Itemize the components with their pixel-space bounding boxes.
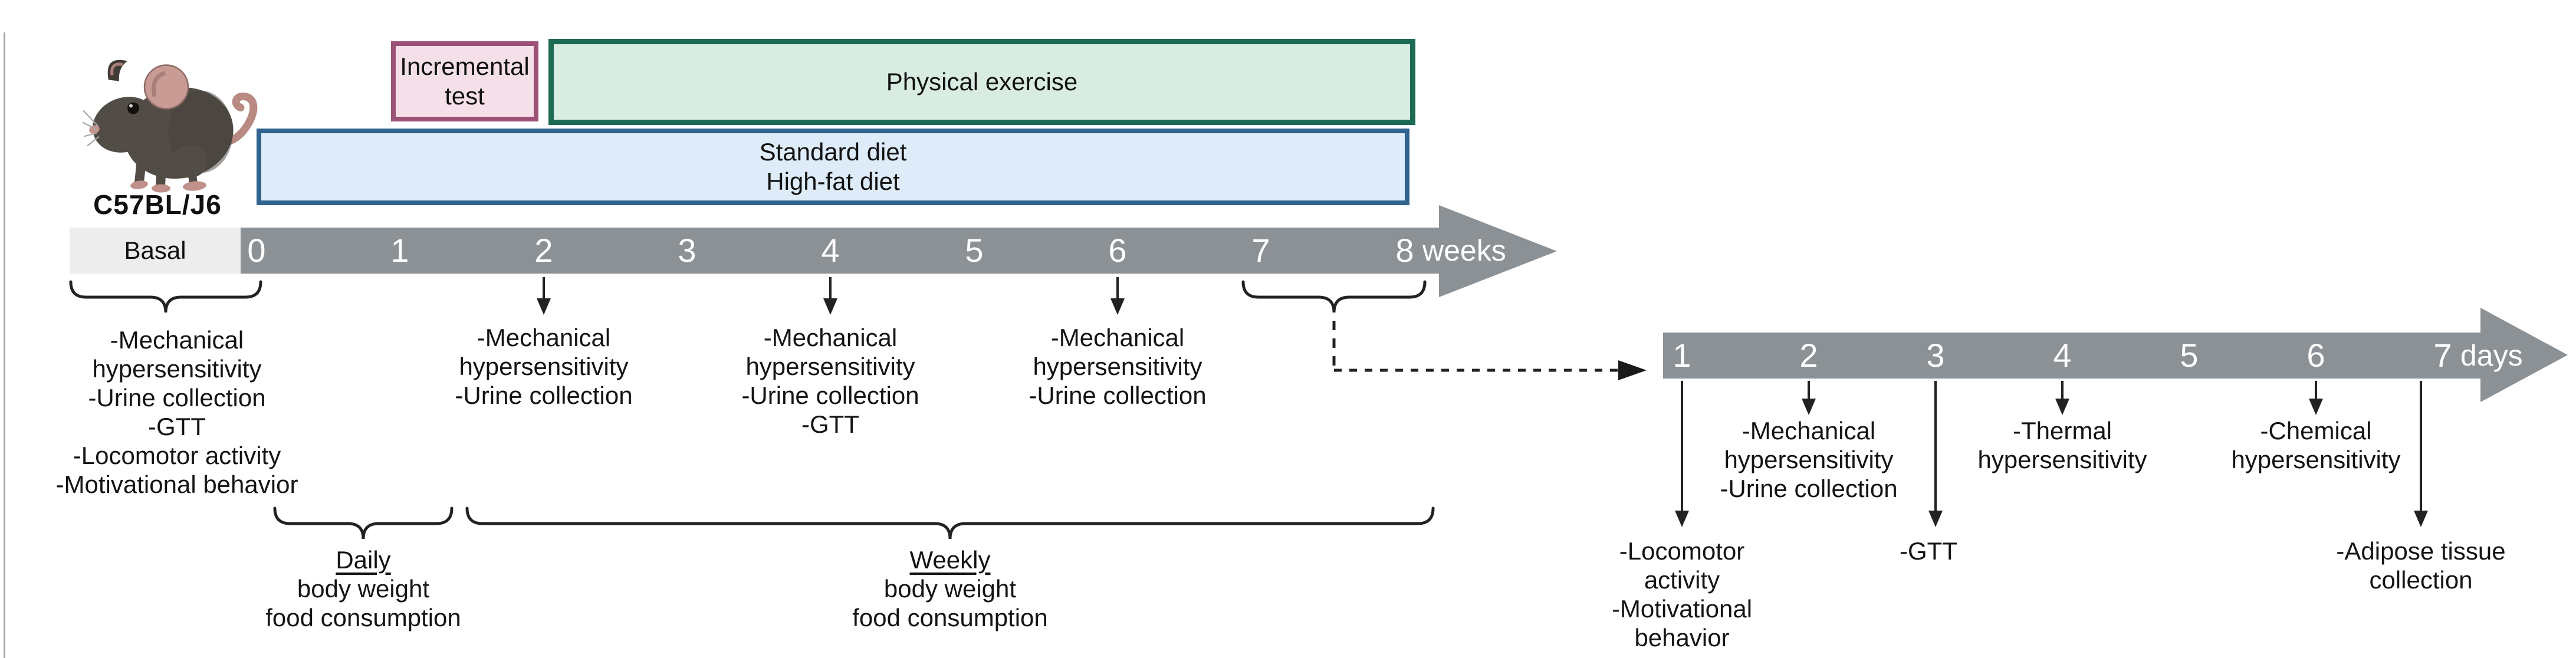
day3-assessments: -GTT: [1900, 537, 1957, 565]
week-tick-7: 7: [1251, 232, 1270, 269]
week-tick-3: 3: [678, 232, 696, 269]
day1-assessments: -Locomotor activity -Motivational behavi…: [1611, 537, 1753, 652]
mouse-eye: [127, 102, 139, 114]
mouse-eye-glint: [129, 104, 133, 108]
mouse-head: [93, 97, 157, 153]
day-tick-2: 2: [1799, 337, 1818, 374]
week-tick-6: 6: [1108, 232, 1127, 269]
mouse-ear-right-inner: [152, 71, 166, 97]
basal-label: Basal: [124, 236, 186, 264]
mouse-front-foot-1: [130, 180, 148, 189]
day4-assessments: -Thermal hypersensitivity: [1977, 417, 2147, 473]
week-tick-2: 2: [534, 232, 553, 269]
day4-down-arrow-icon: [2055, 381, 2069, 415]
week-tick-1: 1: [390, 232, 409, 269]
weeks-to-days-connector-arrow: [1332, 321, 1647, 380]
mouse-ear-left-inner: [110, 62, 123, 75]
mouse-hind-leg: [188, 166, 198, 188]
week6-assessments: -Mechanical hypersensitivity -Urine coll…: [1029, 324, 1207, 409]
physical-exercise-label: Physical exercise: [886, 68, 1078, 96]
diet-box: Standard diet High-fat diet: [257, 129, 1409, 205]
day2-down-arrow-icon: [1802, 381, 1816, 415]
day6-assessments: -Chemical hypersensitivity: [2231, 417, 2401, 473]
daily-brace-icon: [273, 506, 454, 539]
daily-monitoring: Daily body weight food consumption: [245, 545, 481, 632]
mouse-whiskers: [83, 110, 100, 147]
week-tick-5: 5: [965, 232, 984, 269]
day6-down-arrow-icon: [2309, 381, 2323, 415]
day-tick-5: 5: [2180, 337, 2199, 374]
week4-down-arrow-icon: [823, 277, 837, 315]
daily-title: Daily: [336, 546, 391, 574]
week2-assessments: -Mechanical hypersensitivity -Urine coll…: [455, 324, 633, 409]
basal-assessments: -Mechanical hypersensitivity -Urine coll…: [55, 326, 298, 498]
week-tick-0: 0: [247, 232, 266, 269]
physical-exercise-box: Physical exercise: [548, 39, 1415, 125]
mouse-ear-right: [143, 64, 189, 110]
week-unit-label: weeks: [1422, 234, 1506, 267]
incremental-test-label: Incremental test: [400, 52, 530, 110]
weekly-brace-icon: [465, 506, 1435, 539]
day2-assessments: -Mechanical hypersensitivity -Urine coll…: [1720, 417, 1898, 502]
day-tick-7: 7: [2433, 337, 2452, 374]
basal-brace-icon: [69, 280, 262, 313]
diet-label-standard: Standard diet: [759, 138, 907, 166]
mouse-illustration: [83, 60, 258, 193]
day-tick-1: 1: [1673, 337, 1691, 374]
mouse-hind-foot: [183, 181, 206, 191]
week-tick-4: 4: [821, 232, 840, 269]
day-tick-3: 3: [1926, 337, 1945, 374]
figure-left-border: [4, 32, 5, 658]
weeks-7-8-brace-icon: [1241, 280, 1427, 313]
week2-down-arrow-icon: [537, 277, 551, 315]
week-timeline-bar: [241, 228, 1439, 274]
day-tick-6: 6: [2306, 337, 2325, 374]
week-tick-8: 8: [1395, 232, 1414, 269]
day-timeline-bar: [1663, 333, 2480, 379]
week4-assessments: -Mechanical hypersensitivity -Urine coll…: [741, 324, 919, 438]
weekly-monitoring: Weekly body weight food consumption: [832, 545, 1068, 632]
day3-down-arrow-icon: [1928, 381, 1943, 527]
strain-label: C57BL/J6: [93, 189, 222, 220]
day-unit-label: days: [2460, 339, 2523, 372]
week6-down-arrow-icon: [1110, 277, 1125, 315]
incremental-test-box: Incremental test: [391, 41, 538, 121]
day-tick-4: 4: [2053, 337, 2072, 374]
diet-label-highfat: High-fat diet: [766, 167, 900, 195]
day1-down-arrow-icon: [1675, 381, 1689, 527]
basal-box: Basal: [70, 228, 241, 274]
day7-assessments: -Adipose tissue collection: [2336, 537, 2506, 594]
weekly-title: Weekly: [909, 546, 991, 574]
mouse-front-leg-2: [156, 159, 166, 191]
mouse-front-leg-1: [134, 155, 146, 187]
mouse-front-foot-2: [152, 184, 170, 193]
mouse-haunch: [172, 144, 208, 178]
